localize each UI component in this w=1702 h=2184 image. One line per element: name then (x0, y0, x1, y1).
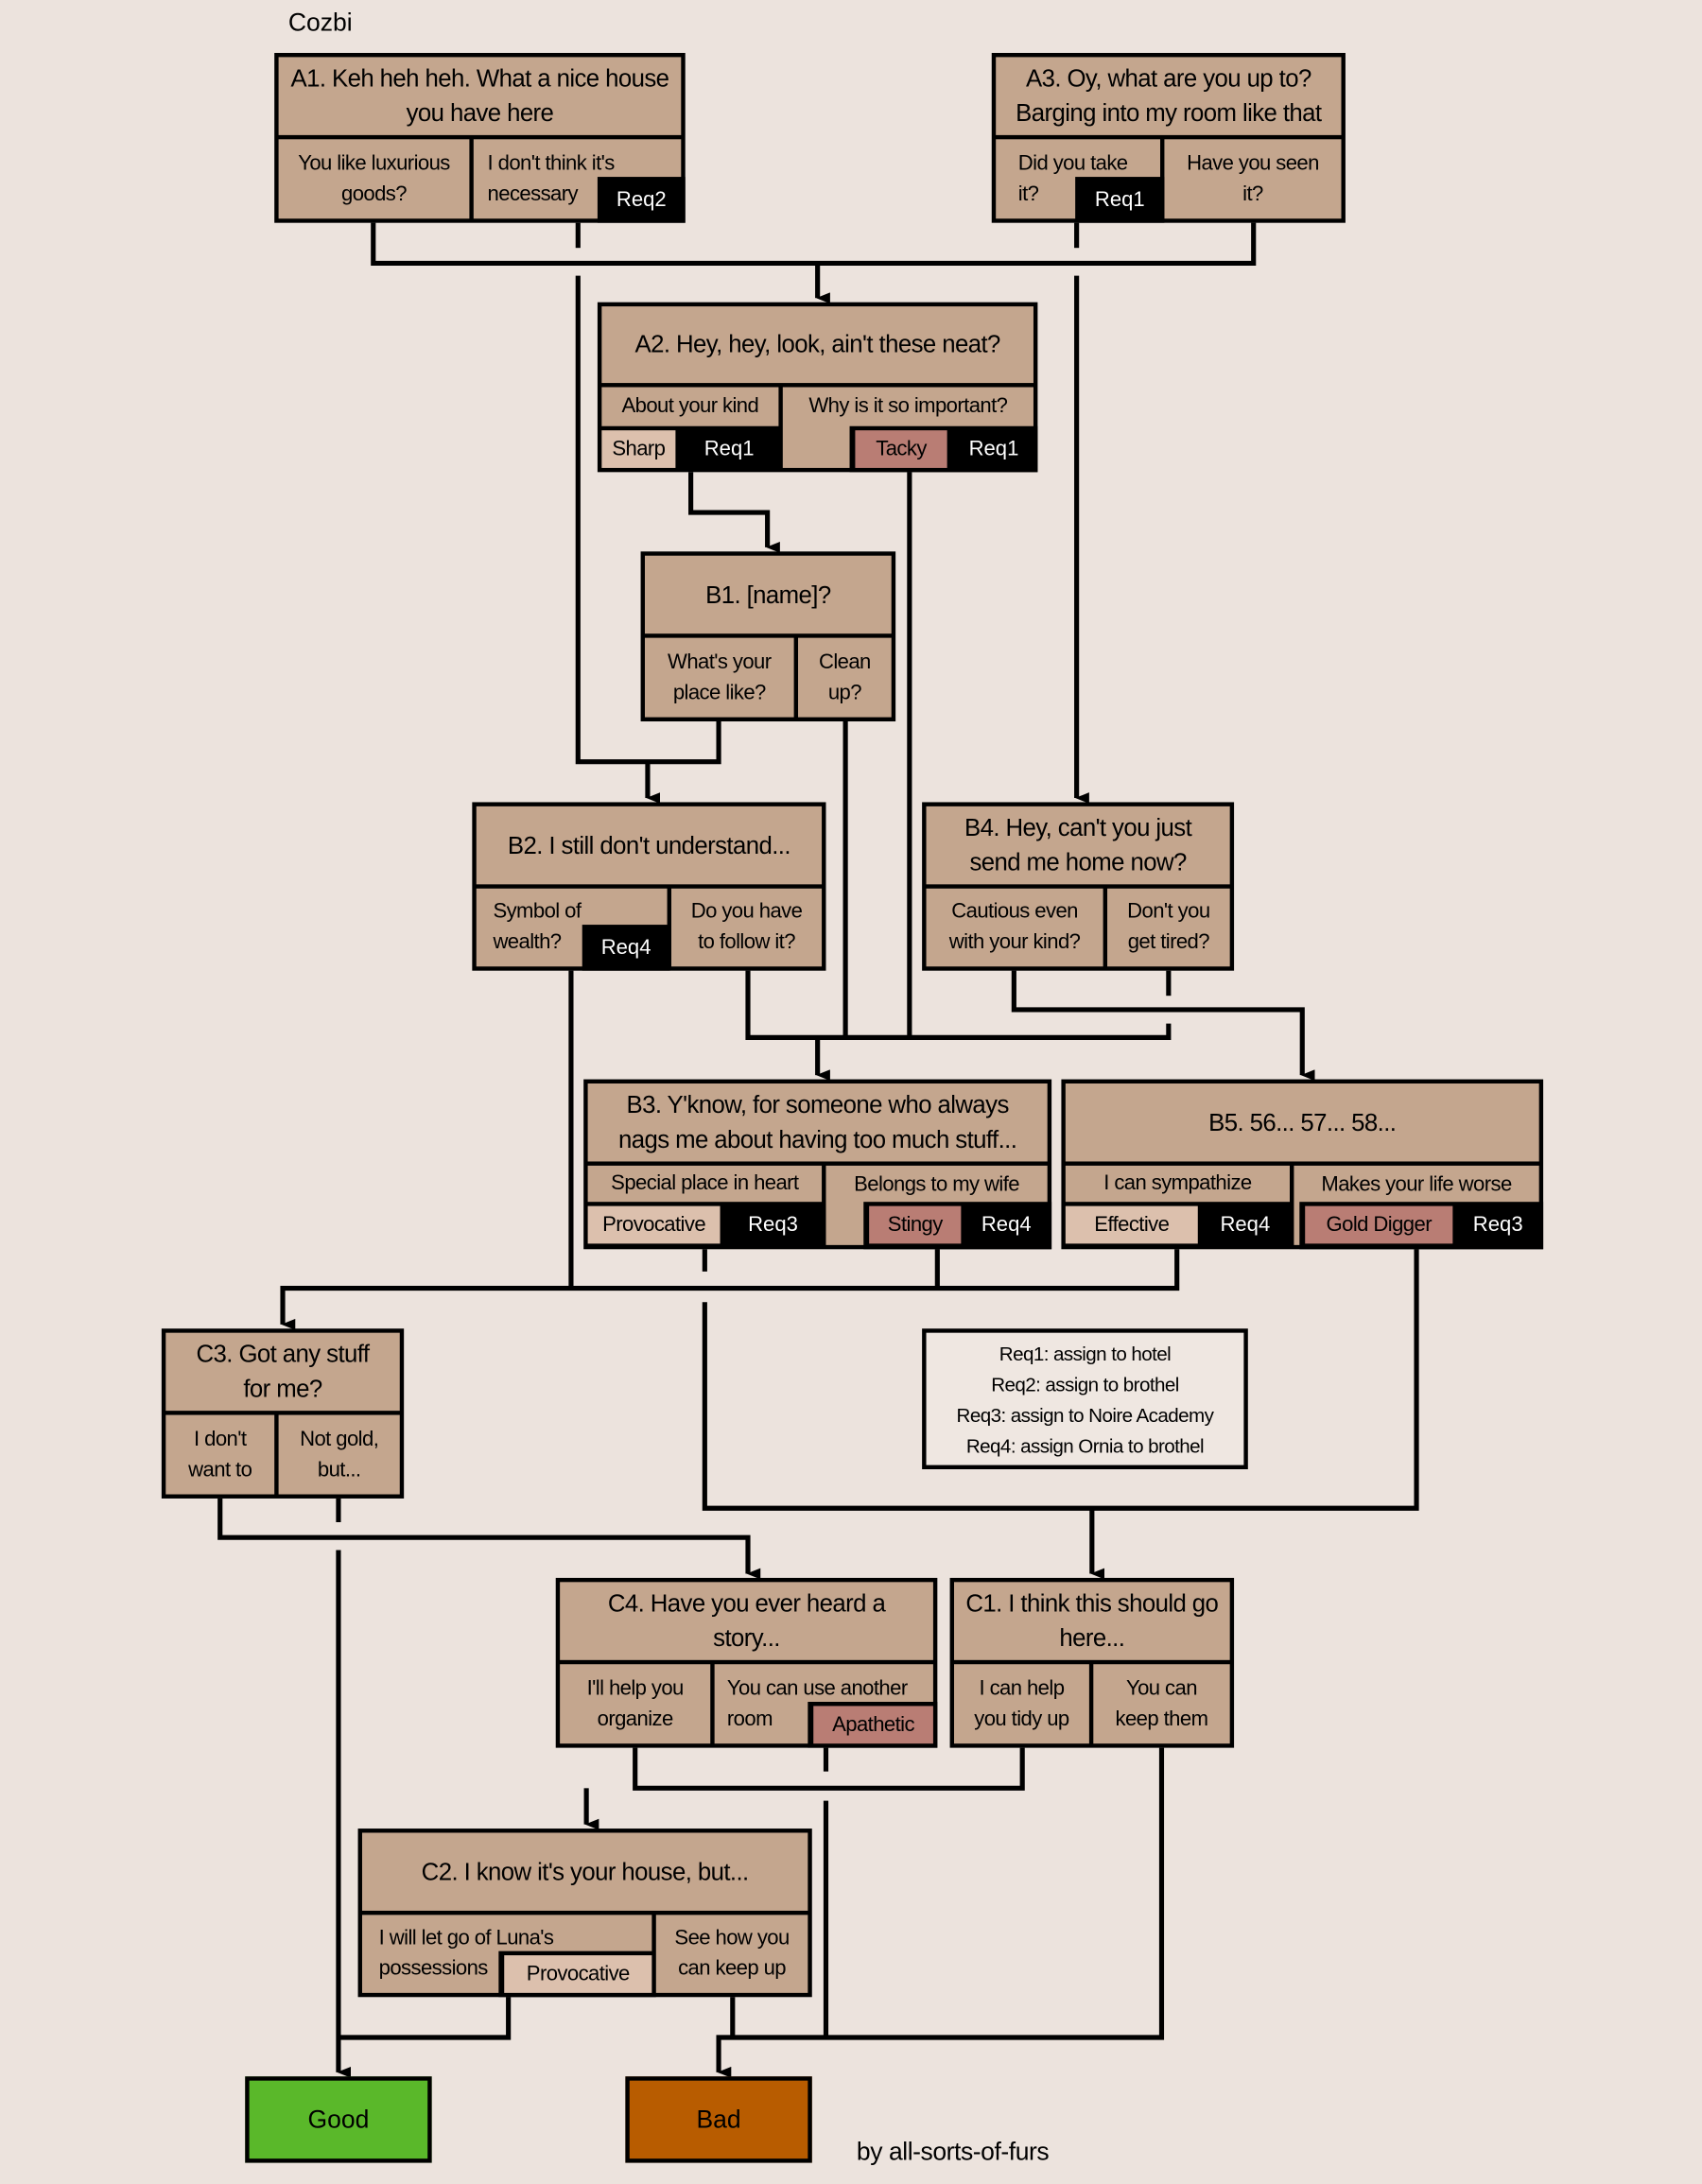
req-badge: Req3 (1472, 1212, 1523, 1238)
connector (716, 1747, 1165, 2078)
req-badge: Req3 (748, 1212, 798, 1238)
node-b4-title: B4. Hey, can't you just send me home now… (926, 806, 1230, 885)
credit: by all-sorts-of-furs (856, 2138, 1050, 2166)
node-a1-title: A1. Keh heh heh. What a nice house you h… (278, 57, 682, 135)
legend-item: Req3: assign to Noire Academy (956, 1403, 1214, 1426)
trait-badge: Provocative (587, 1205, 721, 1244)
outcome-good: Good (245, 2076, 432, 2163)
legend-item: Req1: assign to hotel (999, 1342, 1172, 1364)
node-a2-option-1[interactable]: About your kind (601, 387, 779, 426)
trait-badge: Apathetic (813, 1706, 933, 1744)
node-a2-title: A2. Hey, hey, look, ain't these neat? (601, 306, 1033, 384)
node-c1-option-2[interactable]: You can keep them (1093, 1664, 1230, 1744)
node-b3-option-1[interactable]: Special place in heart (587, 1165, 823, 1203)
node-b1-option-2[interactable]: Clean up? (798, 637, 892, 718)
connector (371, 222, 1257, 266)
node-b1-title: B1. [name]? (644, 555, 892, 634)
req-badge: Req4 (1220, 1212, 1271, 1238)
node-b4-option-2[interactable]: Don't you get tired? (1107, 888, 1230, 967)
requirements-legend: Req1: assign to hotel Req2: assign to br… (922, 1328, 1248, 1470)
trait-badge: Provocative (504, 1955, 652, 1993)
node-c4-title: C4. Have you ever heard a story... (560, 1582, 933, 1660)
req-badge: Req1 (968, 437, 1019, 461)
req-badge: Req4 (981, 1212, 1032, 1238)
trait-badge: Sharp (601, 430, 676, 468)
node-c3-option-2[interactable]: Not gold, but... (278, 1414, 400, 1495)
connector (280, 1249, 1180, 1330)
trait-badge: Tacky (855, 430, 947, 468)
node-c3-title: C3. Got any stuff for me? (165, 1332, 400, 1412)
character-name: Cozbi (287, 8, 353, 37)
trait-badge: Gold Digger (1305, 1205, 1453, 1244)
node-c2-title: C2. I know it's your house, but... (361, 1832, 808, 1911)
node-a3-title: A3. Oy, what are you up to? Barging into… (996, 57, 1342, 135)
trait-badge: Effective (1065, 1205, 1198, 1244)
node-b2-option-2[interactable]: Do you have to follow it? (670, 888, 823, 967)
node-c3-option-1[interactable]: I don't want to (165, 1414, 275, 1495)
legend-item: Req4: assign Ornia to brothel (965, 1433, 1205, 1457)
connector (688, 472, 780, 553)
connector (338, 1997, 512, 2040)
req-badge: Req2 (597, 177, 686, 223)
node-c4-option-1[interactable]: I'll help you organize (560, 1664, 711, 1744)
req-badge: Req4 (582, 925, 670, 971)
node-b3-title: B3. Y'know, for someone who always nags … (587, 1083, 1048, 1162)
node-a3-option-2[interactable]: Have you seen it? (1164, 139, 1342, 219)
outcome-bad: Bad (625, 2076, 812, 2163)
node-b2-title: B2. I still don't understand... (476, 806, 823, 885)
node-c1-option-1[interactable]: I can help you tidy up (954, 1664, 1089, 1744)
node-b1-option-1[interactable]: What's your place like? (644, 637, 794, 718)
node-b5-title: B5. 56... 57... 58... (1065, 1083, 1539, 1162)
node-b4-option-1[interactable]: Cautious even with your kind? (926, 888, 1103, 967)
connector (745, 970, 1172, 1040)
connector (633, 1747, 1025, 1791)
node-c1-title: C1. I think this should go here... (954, 1582, 1230, 1660)
node-c2-option-2[interactable]: See how you can keep up (655, 1915, 808, 1993)
connector (1011, 970, 1315, 1082)
connector (702, 1249, 1419, 1511)
req-badge: Req1 (703, 437, 755, 461)
trait-badge: Stingy (869, 1205, 962, 1244)
legend-item: Req2: assign to brothel (991, 1372, 1179, 1395)
connector (217, 1498, 761, 1580)
node-b5-option-1[interactable]: I can sympathize (1065, 1165, 1290, 1203)
node-a1-option-1[interactable]: You like luxurious goods? (278, 139, 470, 219)
req-badge: Req1 (1075, 177, 1165, 223)
